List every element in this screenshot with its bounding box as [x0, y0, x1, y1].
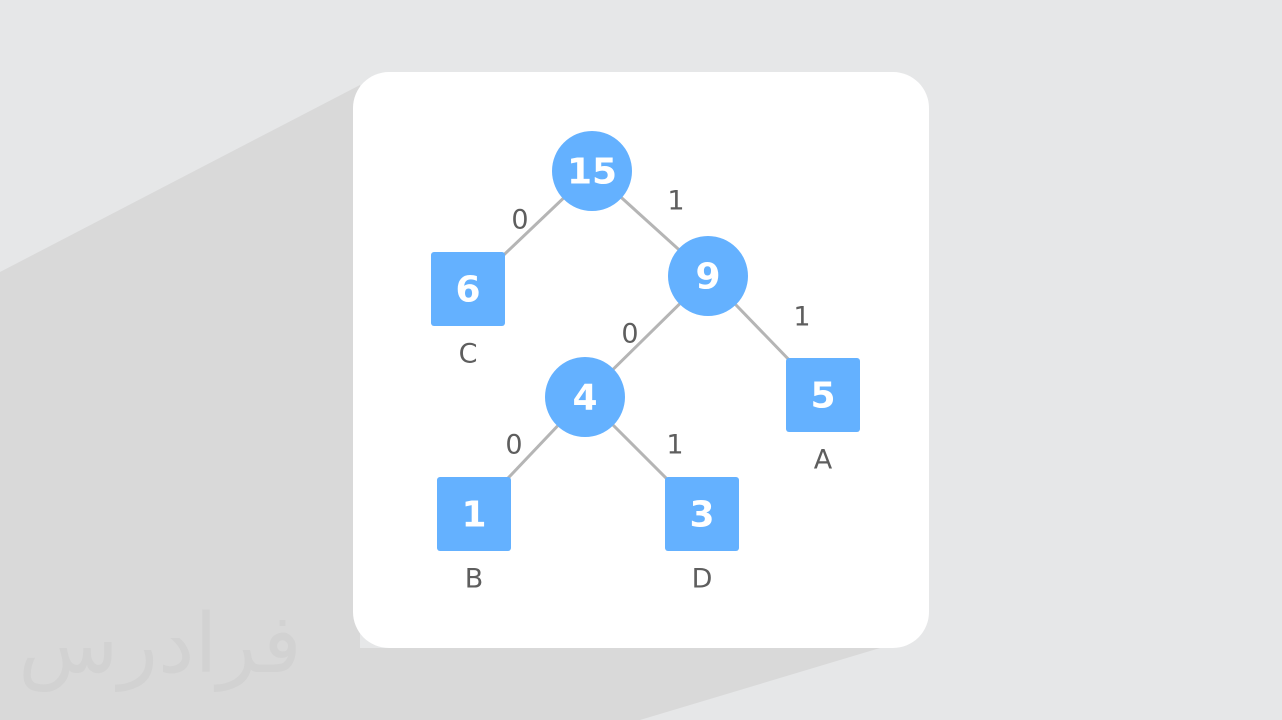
- edges-layer: 0 1 0 1 0 1: [466, 169, 825, 516]
- internal-node: 4: [545, 357, 625, 437]
- node-circle: [545, 357, 625, 437]
- node-value: 1: [461, 495, 486, 536]
- node-circle: [668, 236, 748, 316]
- node-value: 4: [572, 378, 597, 419]
- node-value: 6: [455, 270, 480, 311]
- watermark-logo: فرادرس: [18, 597, 301, 692]
- edge-bit-label: 0: [621, 319, 638, 350]
- node-value: 3: [689, 495, 714, 536]
- node-square: [431, 252, 505, 326]
- leaf-node: 5A: [786, 358, 860, 476]
- node-square: [665, 477, 739, 551]
- leaf-symbol-label: D: [692, 564, 713, 595]
- internal-node: 9: [668, 236, 748, 316]
- node-circle: [552, 131, 632, 211]
- leaf-node: 1B: [437, 477, 511, 595]
- internal-node: 15: [552, 131, 632, 211]
- edge-bit-label: 1: [666, 430, 683, 461]
- leaf-symbol-label: B: [465, 564, 484, 595]
- node-value: 9: [695, 257, 720, 298]
- leaf-symbol-label: C: [459, 339, 478, 370]
- edge-bit-label: 1: [793, 302, 810, 333]
- leaf-node: 3D: [665, 477, 739, 595]
- leaf-symbol-label: A: [814, 445, 833, 476]
- edge-bit-label: 1: [667, 186, 684, 217]
- edge-bit-label: 0: [505, 430, 522, 461]
- edge-bit-label: 0: [511, 205, 528, 236]
- node-value: 5: [810, 376, 835, 417]
- card-shadow: [0, 85, 880, 720]
- node-square: [437, 477, 511, 551]
- node-value: 15: [567, 152, 617, 193]
- leaf-node: 6C: [431, 252, 505, 370]
- node-square: [786, 358, 860, 432]
